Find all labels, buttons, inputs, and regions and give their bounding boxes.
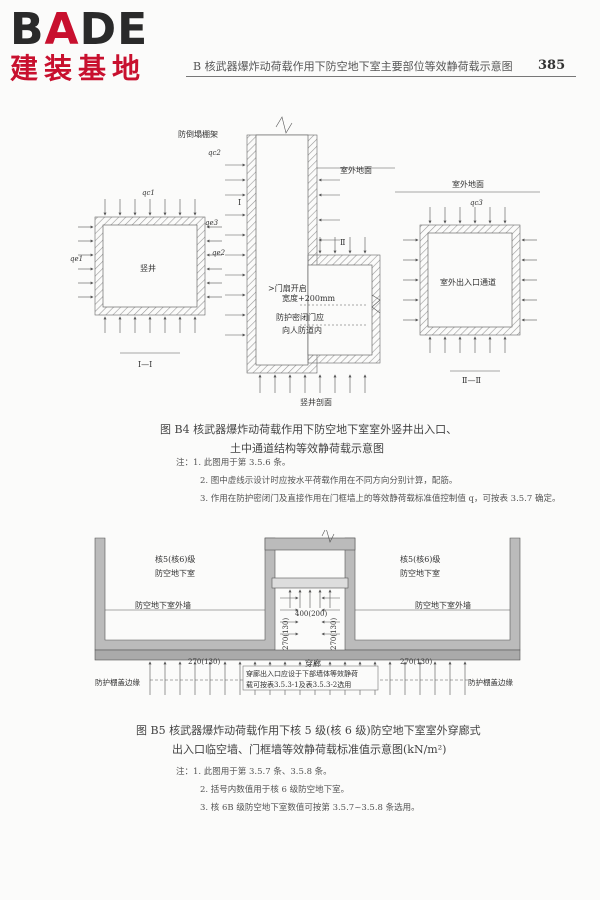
page-number: 385 [538, 58, 566, 73]
note-item: 3. 作用在防护密闭门及直接作用在门框墙上的等效静荷载标准值控制值 q，可按表 … [200, 494, 561, 504]
figure-b4-caption-1: 图 B4 核武器爆炸动荷载作用下防空地下室室外竖井出入口、 [160, 423, 458, 436]
label-dim-top: 400(200) [295, 610, 327, 618]
note-item: 2. 括号内数值用于核 6 级防空地下室。 [200, 785, 350, 795]
label-shaft: 竖井 [140, 263, 156, 273]
figure-b5-drawing: 核5(核6)级 防空地下室 核5(核6)级 防空地下室 防空地下室外墙 防空地下… [94, 530, 521, 695]
label-edge-right: 防护棚盖边缘 [468, 677, 513, 687]
label-room-left-2: 防空地下室 [155, 568, 195, 578]
label-door-open: >门扇开启 [268, 283, 307, 293]
note-item: 2. 图中虚线示设计时应按水平荷载作用在不同方向分别计算，配筋。 [200, 476, 458, 486]
label-wall-left: 防空地下室外墙 [135, 600, 191, 610]
running-head: B 核武器爆炸动荷载作用下防空地下室主要部位等效静荷载示意图 [193, 60, 513, 73]
note-item: 注：1. 此图用于第 3.5.7 条、3.5.8 条。 [176, 767, 332, 777]
note-item: 3. 核 6B 级防空地下室数值可按第 3.5.7~3.5.8 条选用。 [200, 803, 420, 813]
brand-logo: BADE 建装基地 [10, 8, 190, 86]
label-mark-2: Ⅱ [340, 238, 345, 247]
label-plan: 竖井剖面 [300, 397, 332, 407]
load-qe1-left: qe1 [70, 255, 83, 263]
label-smoke-shed: 防倒塌棚架 [178, 129, 218, 139]
label-dim-br: 270(130) [400, 658, 432, 666]
figure-b5-caption-1: 图 B5 核武器爆炸动荷载作用下核 5 级(核 6 级)防空地下室室外穿廊式 [136, 724, 481, 737]
label-note-box-2: 载可按表3.5.3-1及表3.5.3-2选用 [246, 680, 351, 689]
label-dim-left: 270(130) [282, 618, 290, 650]
label-room-right-2: 防空地下室 [400, 568, 440, 578]
figure-b5-notes: 注：1. 此图用于第 3.5.7 条、3.5.8 条。 2. 括号内数值用于核 … [176, 763, 420, 817]
label-width: 宽度+200mm [282, 293, 336, 303]
label-corridor: 穿廊 [305, 658, 321, 668]
label-inward: 向人防道内 [282, 325, 322, 335]
load-qe3-shaft: qe3 [205, 219, 219, 227]
label-mark-1: Ⅰ [238, 198, 241, 207]
load-qc2-shaft: qc2 [208, 149, 221, 157]
label-ground-right: 室外地面 [340, 165, 372, 175]
label-dim-bl: 270(130) [188, 658, 220, 666]
note-item: 注：1. 此图用于第 3.5.6 条。 [176, 458, 291, 468]
figure-b4-notes: 注：1. 此图用于第 3.5.6 条。 2. 图中虚线示设计时应按水平荷载作用在… [176, 454, 561, 508]
label-section-2: Ⅱ—Ⅱ [462, 376, 481, 385]
label-edge-left: 防护棚盖边缘 [95, 677, 140, 687]
figure-b4-caption-2: 土中通道结构等效静荷载示意图 [230, 442, 384, 455]
label-door-wall: 防护密闭门应 [276, 312, 324, 322]
label-section-1: Ⅰ—Ⅰ [138, 360, 152, 369]
label-note-box-1: 穿廊出入口应设于下部墙体等效静荷 [246, 669, 358, 678]
header-rule [186, 76, 576, 77]
figure-b5-caption-2: 出入口临空墙、门框墙等效静荷载标准值示意图(kN/m²) [172, 743, 447, 756]
label-ground-far: 室外地面 [452, 179, 484, 189]
logo-tagline: 建装基地 [10, 52, 147, 85]
label-dim-right: 270(130) [330, 618, 338, 650]
label-room-right-1: 核5(核6)级 [400, 554, 440, 564]
label-tunnel: 室外出入口通道 [440, 277, 496, 287]
load-qe2-right: qe2 [212, 249, 226, 257]
logo-wordmark: BADE [10, 4, 149, 55]
load-qc3-top: qc3 [470, 199, 483, 207]
load-qc1-top: qc1 [142, 189, 155, 197]
label-room-left-1: 核5(核6)级 [155, 554, 195, 564]
label-wall-right: 防空地下室外墙 [415, 600, 471, 610]
figure-b4-drawing: 防倒塌棚架 室外地面 室外地面 竖井 Ⅰ—Ⅰ >门扇开启 宽度+200mm 防护… [70, 116, 540, 407]
